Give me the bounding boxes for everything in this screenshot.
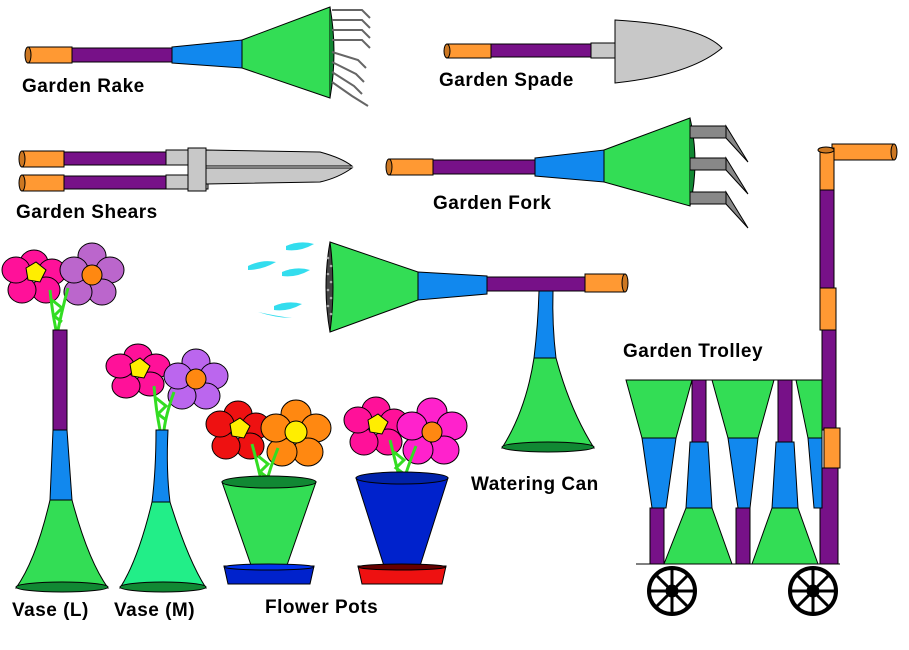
vase-large: [1, 242, 125, 593]
trolley-wheel-left: [647, 566, 697, 616]
label-watering-can: Watering Can: [471, 474, 599, 495]
trolley-wheel-right: [788, 566, 838, 616]
label-garden-rake: Garden Rake: [22, 76, 145, 97]
watering-can: [325, 241, 629, 453]
label-flower-pots: Flower Pots: [265, 597, 379, 618]
label-garden-spade: Garden Spade: [439, 70, 574, 91]
label-garden-trolley: Garden Trolley: [623, 341, 764, 362]
flower-pot-green: [205, 399, 332, 585]
label-garden-shears: Garden Shears: [16, 202, 158, 223]
water-drops: [248, 242, 314, 318]
label-vase-medium: Vase (M): [114, 600, 196, 621]
garden-shears: [18, 147, 354, 192]
garden-spade: [443, 19, 723, 84]
label-vase-large: Vase (L): [12, 600, 89, 621]
flower-pot-blue: [343, 396, 468, 585]
vase-medium: [105, 343, 229, 593]
label-garden-fork: Garden Fork: [433, 193, 552, 214]
garden-trolley: [625, 143, 898, 616]
garden-rake: [24, 6, 371, 107]
garden-fork: [385, 117, 749, 229]
